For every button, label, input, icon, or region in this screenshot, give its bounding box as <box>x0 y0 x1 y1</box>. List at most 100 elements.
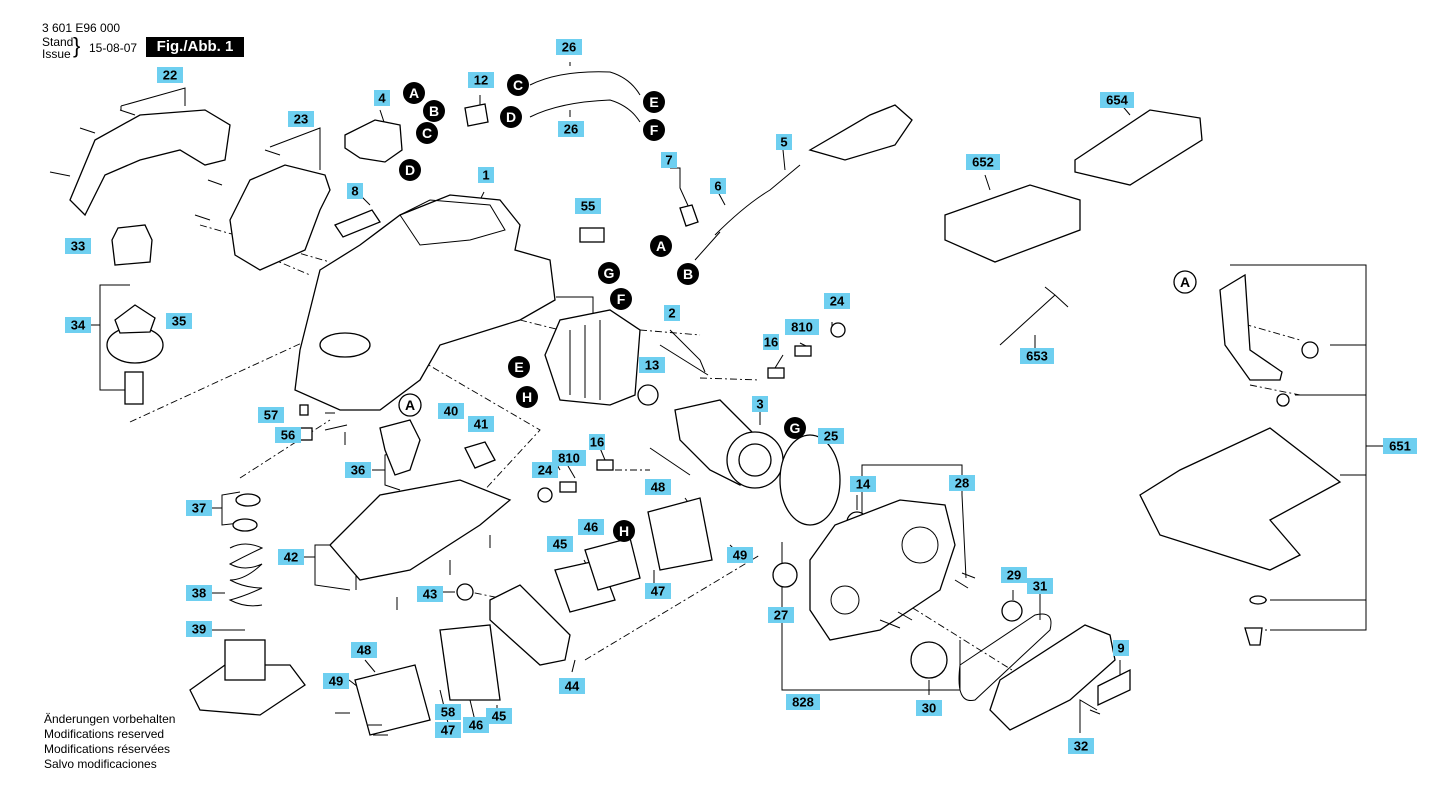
label-48-top: 48 <box>645 479 671 495</box>
svg-text:7: 7 <box>665 153 672 168</box>
depth-knob <box>111 224 153 266</box>
svg-text:43: 43 <box>423 587 437 602</box>
connector-C-wire: C <box>507 74 529 96</box>
hex-key <box>999 286 1069 346</box>
connector-markers: A B C D C D E F A B G F E H G H A A <box>398 74 1197 542</box>
svg-text:A: A <box>405 397 415 413</box>
label-9: 9 <box>1113 640 1129 656</box>
svg-text:810: 810 <box>558 451 580 466</box>
svg-text:25: 25 <box>824 429 838 444</box>
label-2: 2 <box>664 305 680 321</box>
label-16-right: 16 <box>763 334 779 350</box>
svg-text:C: C <box>422 125 432 141</box>
label-828: 828 <box>786 694 820 710</box>
svg-text:48: 48 <box>651 480 665 495</box>
connector-D-wire: D <box>500 106 522 128</box>
svg-text:2: 2 <box>668 306 675 321</box>
planer-housing <box>294 194 556 411</box>
connector-G-brush: G <box>784 417 806 439</box>
svg-text:22: 22 <box>163 68 177 83</box>
label-43: 43 <box>417 586 443 602</box>
power-cable <box>714 164 801 236</box>
svg-text:B: B <box>683 266 693 282</box>
connector-H-brush: H <box>613 520 635 542</box>
svg-text:E: E <box>649 94 658 110</box>
svg-text:9: 9 <box>1117 641 1124 656</box>
base-plate <box>329 479 512 581</box>
note-de: Änderungen vorbehalten <box>44 712 176 726</box>
svg-text:12: 12 <box>474 73 488 88</box>
svg-text:44: 44 <box>565 679 580 694</box>
part-labels: 22 23 4 12 26 26 8 1 5 7 6 55 654 652 65… <box>65 39 1417 754</box>
svg-text:49: 49 <box>329 674 343 689</box>
svg-text:D: D <box>405 162 415 178</box>
label-652: 652 <box>966 154 1000 170</box>
label-7: 7 <box>661 152 677 168</box>
stator <box>544 309 641 406</box>
svg-text:26: 26 <box>562 40 576 55</box>
wire-lower <box>529 99 641 123</box>
connector-A-guide: A <box>1173 270 1197 294</box>
svg-text:42: 42 <box>284 550 298 565</box>
disclaimer-notes: Änderungen vorbehalten Modifications res… <box>44 712 175 772</box>
svg-text:31: 31 <box>1033 579 1047 594</box>
wire-upper <box>529 71 641 96</box>
suppressor <box>464 103 489 127</box>
connector-C-switch: C <box>416 122 438 144</box>
svg-text:28: 28 <box>955 476 969 491</box>
svg-text:F: F <box>650 122 659 138</box>
label-33: 33 <box>65 238 91 254</box>
svg-text:16: 16 <box>590 435 604 450</box>
label-35: 35 <box>166 313 192 329</box>
svg-text:3: 3 <box>756 397 763 412</box>
label-1: 1 <box>478 167 494 183</box>
mains-plug <box>808 104 913 161</box>
label-654: 654 <box>1100 92 1134 108</box>
issue-label: Issue <box>42 47 71 61</box>
label-56: 56 <box>275 427 301 443</box>
svg-text:A: A <box>1180 274 1190 290</box>
svg-text:653: 653 <box>1026 349 1048 364</box>
label-23: 23 <box>288 111 314 127</box>
connector-G-stator: G <box>598 262 620 284</box>
note-es: Salvo modificaciones <box>44 757 157 771</box>
switch <box>344 119 403 163</box>
svg-text:1: 1 <box>482 168 489 183</box>
label-32: 32 <box>1068 738 1094 754</box>
svg-text:24: 24 <box>830 294 845 309</box>
label-6: 6 <box>710 178 726 194</box>
svg-text:26: 26 <box>564 122 578 137</box>
stand-label: Stand <box>42 35 74 49</box>
connector-A-housing: A <box>398 393 422 417</box>
cable-clamp <box>679 204 699 227</box>
svg-text:14: 14 <box>856 477 871 492</box>
label-55: 55 <box>575 198 601 214</box>
svg-text:47: 47 <box>651 584 665 599</box>
label-651: 651 <box>1383 438 1417 454</box>
connector-A-cable: A <box>650 235 672 257</box>
label-31: 31 <box>1027 578 1053 594</box>
label-34: 34 <box>65 317 91 333</box>
part-shapes <box>49 71 1342 736</box>
label-47-top: 47 <box>645 583 671 599</box>
svg-text:828: 828 <box>792 695 814 710</box>
svg-text:C: C <box>513 77 523 93</box>
large-pulley <box>910 641 948 679</box>
svg-text:56: 56 <box>281 428 295 443</box>
svg-text:E: E <box>514 359 523 375</box>
label-16-left: 16 <box>589 434 605 450</box>
drive-belt <box>958 613 1052 702</box>
svg-text:G: G <box>790 420 801 436</box>
label-26-bottom: 26 <box>558 121 584 137</box>
note-fr: Modifications réservées <box>44 742 171 756</box>
label-58: 58 <box>435 704 461 720</box>
svg-text:57: 57 <box>264 408 278 423</box>
brush <box>464 441 496 469</box>
svg-text:49: 49 <box>733 548 747 563</box>
svg-text:810: 810 <box>791 320 813 335</box>
fan-baffle <box>779 434 841 526</box>
label-4: 4 <box>374 90 390 106</box>
label-41: 41 <box>468 416 494 432</box>
svg-text:30: 30 <box>922 701 936 716</box>
